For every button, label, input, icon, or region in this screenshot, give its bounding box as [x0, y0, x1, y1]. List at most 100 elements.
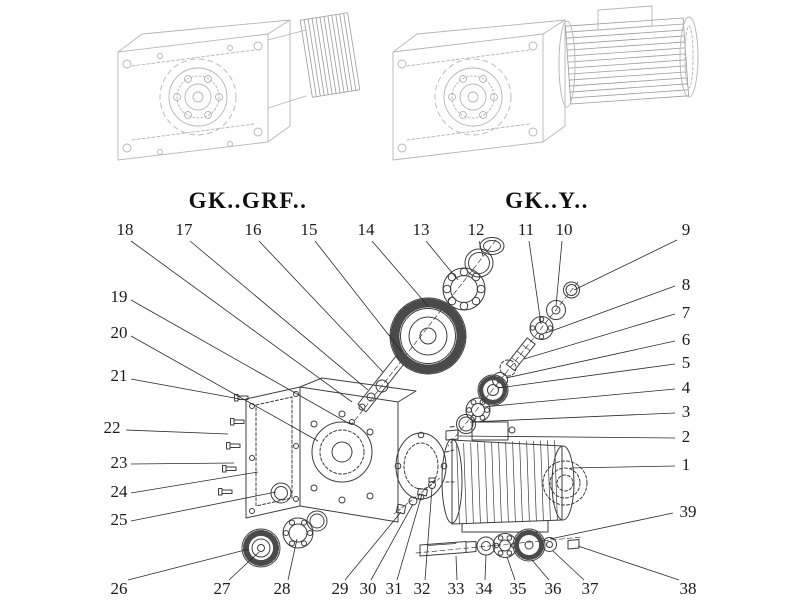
- motor: [441, 421, 588, 533]
- callout-line-4: [482, 388, 676, 408]
- callout-line-2: [457, 435, 676, 439]
- callout-number-34: 34: [476, 579, 494, 598]
- callout-line-20: [130, 335, 319, 442]
- callout-line-23: [130, 462, 235, 465]
- callout-line-13: [425, 240, 459, 281]
- callout-line-6: [505, 340, 676, 379]
- callout-line-7: [523, 313, 676, 360]
- input-fins: [299, 12, 361, 98]
- callout-number-24: 24: [111, 482, 129, 501]
- callout-number-32: 32: [414, 579, 431, 598]
- pinion-shaft: [505, 337, 536, 371]
- callout-line-30: [370, 503, 414, 581]
- callout-number-4: 4: [682, 378, 691, 397]
- callout-line-28: [287, 538, 298, 581]
- callout-line-12: [478, 240, 484, 257]
- callout-number-16: 16: [245, 220, 262, 239]
- callout-line-5: [497, 363, 676, 389]
- callout-number-37: 37: [582, 579, 600, 598]
- callout-line-26: [127, 548, 250, 581]
- callout-number-27: 27: [214, 579, 232, 598]
- callout-number-2: 2: [682, 427, 691, 446]
- overview-drawing-gk-grf: [117, 12, 361, 161]
- lower-bearing-set: [241, 482, 328, 568]
- callout-number-18: 18: [117, 220, 134, 239]
- input-shaft: [349, 355, 405, 425]
- callout-line-19: [130, 299, 351, 425]
- callout-number-33: 33: [448, 579, 465, 598]
- callout-number-26: 26: [111, 579, 128, 598]
- upper-bearing: [442, 267, 486, 311]
- callout-number-13: 13: [413, 220, 430, 239]
- callout-line-11: [528, 240, 542, 325]
- callout-line-21: [130, 378, 241, 400]
- terminal-box: [597, 5, 653, 31]
- callout-line-29: [344, 511, 402, 581]
- callout-line-32: [424, 487, 433, 581]
- callout-line-25: [130, 491, 277, 522]
- output-shaft-assembly: [419, 528, 580, 562]
- callout-line-17: [189, 240, 369, 391]
- callout-number-22: 22: [104, 418, 121, 437]
- callout-line-16: [258, 240, 384, 373]
- callout-line-39: [549, 512, 674, 540]
- callout-number-30: 30: [360, 579, 377, 598]
- callout-number-25: 25: [111, 510, 128, 529]
- callout-number-7: 7: [682, 303, 691, 322]
- large-gear: [389, 297, 467, 375]
- pinion-assembly: [445, 281, 580, 441]
- callout-line-15: [314, 240, 403, 353]
- callout-number-28: 28: [274, 579, 291, 598]
- callout-number-5: 5: [682, 353, 691, 372]
- callout-number-23: 23: [111, 453, 128, 472]
- callout-line-9: [573, 239, 678, 291]
- callout-line-38: [577, 545, 680, 581]
- callout-number-9: 9: [682, 220, 691, 239]
- callout-number-11: 11: [518, 220, 534, 239]
- title-gk-y: GK..Y..: [505, 188, 589, 213]
- callout-number-15: 15: [301, 220, 318, 239]
- callout-line-27: [228, 551, 260, 581]
- title-gk-grf: GK..GRF..: [189, 188, 308, 213]
- vent-plug: [445, 426, 459, 441]
- callout-number-3: 3: [682, 402, 691, 421]
- callout-number-6: 6: [682, 330, 691, 349]
- callout-number-31: 31: [386, 579, 403, 598]
- callout-line-33: [455, 555, 458, 581]
- callout-number-1: 1: [682, 455, 691, 474]
- callout-line-10: [555, 240, 563, 307]
- callout-line-14: [371, 240, 429, 307]
- fan-cover: [679, 16, 699, 98]
- callout-number-10: 10: [556, 220, 573, 239]
- callout-number-35: 35: [510, 579, 527, 598]
- motor-fins: [565, 17, 689, 105]
- motor-terminal-box: [471, 421, 509, 441]
- callout-number-17: 17: [176, 220, 194, 239]
- exploded-view: [218, 237, 588, 568]
- callout-line-37: [552, 550, 585, 581]
- retaining-rings: [464, 237, 505, 278]
- main-shaft-axis: [351, 239, 497, 425]
- callout-line-8: [545, 285, 676, 334]
- callout-number-20: 20: [111, 323, 128, 342]
- callout-number-8: 8: [682, 275, 691, 294]
- callout-number-14: 14: [358, 220, 376, 239]
- flange-bolts: [218, 394, 249, 496]
- overview-drawing-gk-y: [392, 5, 699, 161]
- callout-line-24: [130, 471, 259, 494]
- callout-number-38: 38: [680, 579, 697, 598]
- small-fittings: [395, 477, 436, 515]
- callout-number-39: 39: [680, 502, 697, 521]
- callout-line-3: [469, 412, 676, 423]
- callout-number-19: 19: [111, 287, 128, 306]
- callout-number-29: 29: [332, 579, 349, 598]
- callout-number-12: 12: [468, 220, 485, 239]
- callout-line-18: [130, 240, 353, 403]
- input-shaft-axis: [447, 281, 579, 447]
- callout-line-22: [125, 429, 229, 435]
- callout-line-31: [396, 493, 423, 581]
- motor-flange-ring: [395, 432, 447, 500]
